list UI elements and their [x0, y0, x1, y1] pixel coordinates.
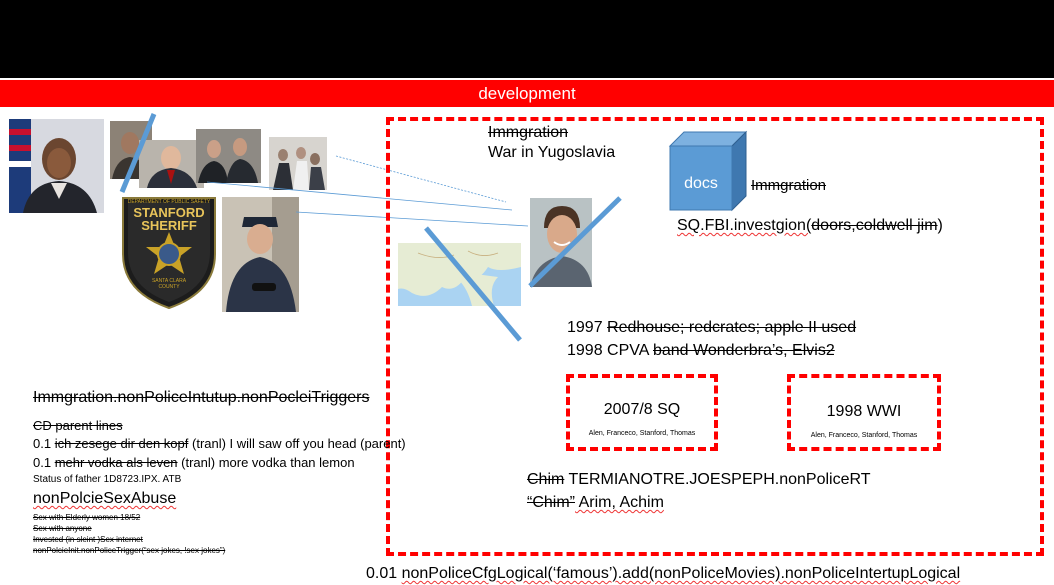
- translation-line-1: 0.1 ich zesege dir den kopf (tranl) I wi…: [33, 435, 406, 452]
- year-1997-line: 1997 Redhouse; redcrates; apple II used: [567, 318, 856, 338]
- badge-top-text: DEPARTMENT OF PUBLIC SAFETY: [127, 199, 211, 205]
- year-1998-prefix: 1998 CPVA: [567, 342, 653, 359]
- abuse-item-2: Sex with anyone: [33, 524, 92, 533]
- slide-title: development: [478, 84, 576, 103]
- box-1998-wwi: 1998 WWI Alen, Franceco, Stanford, Thoma…: [787, 374, 941, 451]
- fbi-struck: doors,coldwell jim: [811, 217, 938, 234]
- police-officer-photo: [222, 197, 299, 312]
- docs-cube: docs: [668, 130, 748, 212]
- portrait-photo-woman: [9, 119, 104, 213]
- abuse-item-4: nonPolcieInit.nonPoliceTrigger(“sex joke…: [33, 546, 226, 555]
- year-1997-prefix: 1997: [567, 319, 608, 336]
- box-1998-wwi-title: 1998 WWI: [826, 403, 902, 420]
- badge-line-sheriff: SHERIFF: [141, 218, 197, 233]
- portrait-photo-older-man: [139, 140, 204, 188]
- translation-line-2: 0.1 mehr vodka als leven (tranl) more vo…: [33, 454, 355, 471]
- abuse-heading: nonPolcieSexAbuse: [33, 490, 177, 507]
- main-dashed-box: [386, 117, 1044, 556]
- man-portrait-photo: [530, 198, 592, 287]
- year-1997-struck: Redhouse; redcrates; apple II used: [607, 319, 857, 336]
- chim-line-1-struck: Chim: [527, 471, 565, 488]
- translation-line-1-prefix: 0.1: [33, 436, 55, 451]
- chim-line-2-rest: Arim, Achim: [575, 494, 664, 511]
- footer-logic-line: 0.01 nonPoliceCfgLogical(‘famous’).add(n…: [366, 564, 960, 584]
- slide-title-bar: development: [0, 80, 1054, 107]
- status-of-father-line: Status of father 1D8723.IPX. ATB: [33, 474, 182, 485]
- footer-body: nonPoliceCfgLogical(‘famous’).add(nonPol…: [401, 565, 961, 582]
- strike-line-photos: [119, 113, 157, 193]
- group-photo-officers: [196, 129, 261, 183]
- chim-line-1: Chim TERMIANOTRE.JOESPEPH.nonPoliceRT: [527, 470, 871, 490]
- sheriff-badge: DEPARTMENT OF PUBLIC SAFETY STANFORD SHE…: [117, 192, 221, 310]
- box-2007-sq-title: 2007/8 SQ: [603, 401, 681, 418]
- war-in-yugoslavia-text: War in Yugoslavia: [488, 144, 616, 161]
- chim-line-2: “Chim” Arim, Achim: [527, 493, 664, 513]
- crowd-photo: [269, 137, 327, 190]
- top-black-band: [0, 0, 1054, 78]
- translation-line-1-rest: (tranl) I will saw off you head (parent): [188, 436, 406, 451]
- translation-line-2-rest: (tranl) more vodka than lemon: [177, 455, 355, 470]
- translation-line-2-struck: mehr vodka als leven: [54, 455, 178, 470]
- immgration-heading: Immgration: [488, 124, 569, 141]
- year-1998-line: 1998 CPVA band Wonderbra’s, Elvis2: [567, 341, 835, 361]
- cd-parent-lines: CD parent lines: [33, 418, 123, 433]
- chim-line-2-struck: “Chim”: [527, 494, 575, 511]
- translation-line-1-struck: ich zesege dir den kopf: [54, 436, 189, 451]
- abuse-item-1: Sex with Elderly women 18/52: [33, 513, 141, 522]
- footer-prefix: 0.01: [366, 565, 402, 582]
- docs-side-immgration: Immgration: [751, 177, 827, 194]
- fbi-investigation-text: SQ.FBI.investgion(doors,coldwell jim): [677, 216, 943, 236]
- strike-lines-map-portrait: [424, 196, 622, 342]
- year-1998-struck: band Wonderbra’s, Elvis2: [652, 342, 835, 359]
- box-2007-sq-names: Alen, Franceco, Stanford, Thomas: [588, 430, 696, 437]
- fbi-suffix: ): [937, 217, 943, 234]
- docs-label: docs: [684, 175, 718, 192]
- box-2007-sq: 2007/8 SQ Alen, Franceco, Stanford, Thom…: [566, 374, 718, 451]
- abuse-item-3: Invested (in sleint )Sex internet: [33, 535, 143, 544]
- chim-line-1-rest: TERMIANOTRE.JOESPEPH.nonPoliceRT: [564, 471, 871, 488]
- box-1998-wwi-names: Alen, Franceco, Stanford, Thomas: [810, 432, 918, 439]
- translation-line-2-prefix: 0.1: [33, 455, 55, 470]
- badge-line-stanford: STANFORD: [133, 205, 205, 220]
- badge-bottom-text: SANTA CLARA COUNTY: [151, 278, 187, 290]
- left-heading-immgration: Immgration.nonPoliceIntutup.nonPocleiTri…: [33, 389, 370, 406]
- fbi-prefix: SQ.FBI.investgion(: [677, 217, 812, 234]
